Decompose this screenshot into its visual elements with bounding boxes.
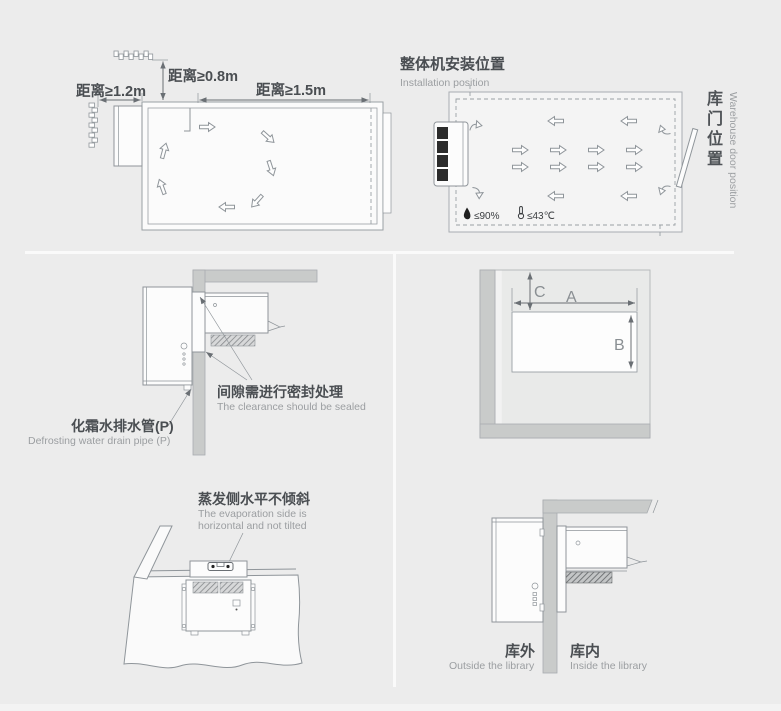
dim-c-label: C: [534, 284, 546, 301]
wall-pass-through-2: [556, 525, 567, 613]
dimension-1-5m: 距离≥1.5m: [197, 81, 371, 103]
evaporator-side: [204, 292, 286, 347]
outside-label-en: Outside the library: [449, 660, 535, 672]
unit-front-face: [181, 579, 256, 636]
seal-label-zh: 间隙需进行密封处理: [217, 384, 343, 400]
ceiling-bar: [542, 499, 653, 514]
wall-pass-through: [191, 291, 206, 353]
door-panel: [382, 112, 392, 214]
diagram-title-en: Installation position: [400, 77, 489, 89]
environment-limits: ≤90% ≤43℃: [463, 206, 555, 222]
level-installation-diagram: 蒸发侧水平不倾斜 The evaporation side is horizon…: [123, 491, 310, 669]
inside-label-zh: 库内: [570, 642, 600, 660]
cold-room-outline: [141, 101, 384, 231]
through-wall-section-diagram: 库外 Outside the library 库内 Inside the lib…: [449, 499, 659, 674]
door-position-label-en: Warehouse door position: [727, 92, 739, 209]
dimension-1-2m: 距离≥1.2m: [76, 82, 146, 107]
drain-pipe-stub: [183, 384, 192, 391]
grille-right: [219, 581, 244, 594]
level-label-en1: The evaporation side is: [198, 508, 307, 520]
drain-label-zh: 化霜水排水管(P): [71, 418, 174, 434]
dim-b-label: B: [614, 337, 625, 354]
temperature-icon: [517, 206, 525, 220]
door-position-label-zh: 库门位置: [704, 90, 721, 170]
indoor-evaporator: [565, 526, 648, 584]
divider-horizontal: [25, 251, 734, 254]
wall-board: [133, 525, 173, 580]
dim-top-label: 距离≥0.8m: [168, 67, 238, 85]
humidity-limit: ≤90%: [474, 211, 500, 222]
warehouse-door-leaf: [675, 127, 699, 189]
grille-left: [192, 581, 219, 594]
wall-section-upper: [192, 269, 206, 293]
evaporator-fins: [210, 334, 256, 347]
wall-opening: [511, 311, 638, 373]
outside-label-zh: 库外: [505, 642, 535, 660]
wall-section-lower: [192, 351, 206, 456]
diagram-title-zh: 整体机安装位置: [400, 55, 505, 73]
humidity-drop-icon: [463, 207, 471, 220]
monoblock-unit-front: [433, 121, 469, 187]
divider-vertical: [393, 252, 396, 687]
outdoor-unit-side: [142, 286, 193, 391]
clearance-top-view-diagram: 距离≥1.2m 距离≥0.8m 距离≥1.5m: [76, 50, 392, 231]
seal-callout: 间隙需进行密封处理 The clearance should be sealed: [199, 296, 366, 413]
outdoor-unit: [491, 517, 545, 623]
evaporator-fins-2: [565, 571, 613, 584]
wall-seal-diagram: 间隙需进行密封处理 The clearance should be sealed…: [28, 269, 366, 456]
seal-label-en: The clearance should be sealed: [217, 401, 366, 413]
dim-left-label: 距离≥1.2m: [76, 82, 146, 100]
partition-wall: [542, 499, 558, 674]
wall-opening-dimensions-diagram: A C B: [479, 269, 651, 439]
dim-a-label: A: [566, 289, 577, 306]
drain-label-en: Defrosting water drain pipe (P): [28, 435, 170, 447]
page-bottom-strip: [0, 704, 781, 711]
dimension-0-8m: 距离≥0.8m: [152, 59, 238, 100]
level-label-zh: 蒸发侧水平不倾斜: [198, 491, 310, 507]
obstacle-hatch-top: [113, 50, 154, 60]
spirit-level: [207, 562, 234, 571]
obstacle-hatch-left: [88, 102, 98, 148]
inside-label-en: Inside the library: [570, 660, 648, 672]
warehouse-room-outline: [448, 91, 683, 233]
dim-right-label: 距离≥1.5m: [256, 81, 326, 99]
level-label-en2: horizontal and not tilted: [198, 520, 307, 532]
drain-callout: 化霜水排水管(P) Defrosting water drain pipe (P…: [28, 388, 192, 447]
temp-limit: ≤43℃: [527, 211, 555, 222]
installation-position-diagram: 整体机安装位置 Installation position: [400, 55, 739, 239]
condenser-grille: [437, 127, 448, 139]
ceiling-section: [192, 269, 318, 283]
